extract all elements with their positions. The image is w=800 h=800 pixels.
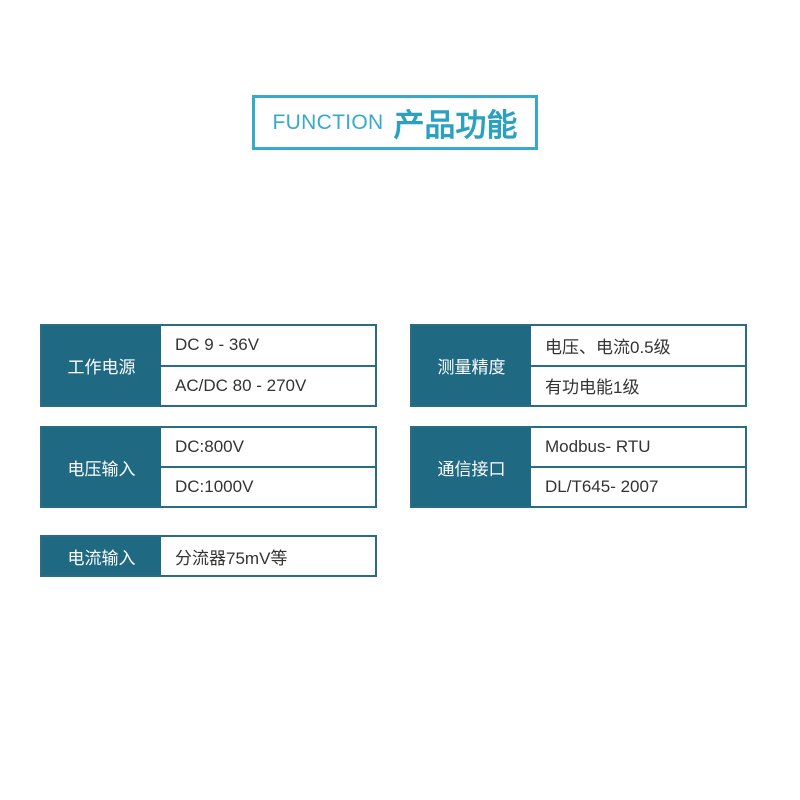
spec-values: DC 9 - 36V AC/DC 80 - 270V bbox=[161, 326, 375, 405]
spec-label: 测量精度 bbox=[412, 326, 531, 405]
spec-values: 分流器75mV等 bbox=[161, 537, 375, 575]
spec-value: DL/T645- 2007 bbox=[531, 466, 745, 506]
spec-label: 通信接口 bbox=[412, 428, 531, 506]
spec-values: DC:800V DC:1000V bbox=[161, 428, 375, 506]
spec-value: 有功电能1级 bbox=[531, 364, 745, 406]
spec-label: 工作电源 bbox=[42, 326, 161, 405]
spec-value: 电压、电流0.5级 bbox=[545, 337, 671, 357]
spec-block-current-input: 电流输入 分流器75mV等 bbox=[40, 535, 377, 577]
spec-block-communication-interface: 通信接口 Modbus- RTU DL/T645- 2007 bbox=[410, 426, 747, 508]
spec-values: Modbus- RTU DL/T645- 2007 bbox=[531, 428, 745, 506]
title-chinese: 产品功能 bbox=[393, 108, 518, 143]
section-title-box: FUNCTION 产品功能 bbox=[252, 95, 538, 150]
spec-label: 电流输入 bbox=[42, 537, 161, 575]
spec-block-voltage-input: 电压输入 DC:800V DC:1000V bbox=[40, 426, 377, 508]
spec-value: Modbus- RTU bbox=[545, 437, 651, 456]
spec-value: DC:1000V bbox=[161, 466, 375, 506]
spec-block-measurement-accuracy: 测量精度 电压、电流0.5级 有功电能1级 bbox=[410, 324, 747, 407]
spec-values: 电压、电流0.5级 有功电能1级 bbox=[531, 326, 745, 405]
spec-value: AC/DC 80 - 270V bbox=[161, 364, 375, 406]
spec-label: 电压输入 bbox=[42, 428, 161, 506]
title-english: FUNCTION bbox=[272, 110, 384, 134]
spec-value: DC 9 - 36V bbox=[175, 335, 260, 355]
spec-value: 分流器75mV等 bbox=[175, 548, 288, 568]
spec-value: DC:800V bbox=[175, 437, 244, 456]
spec-block-power-supply: 工作电源 DC 9 - 36V AC/DC 80 - 270V bbox=[40, 324, 377, 407]
